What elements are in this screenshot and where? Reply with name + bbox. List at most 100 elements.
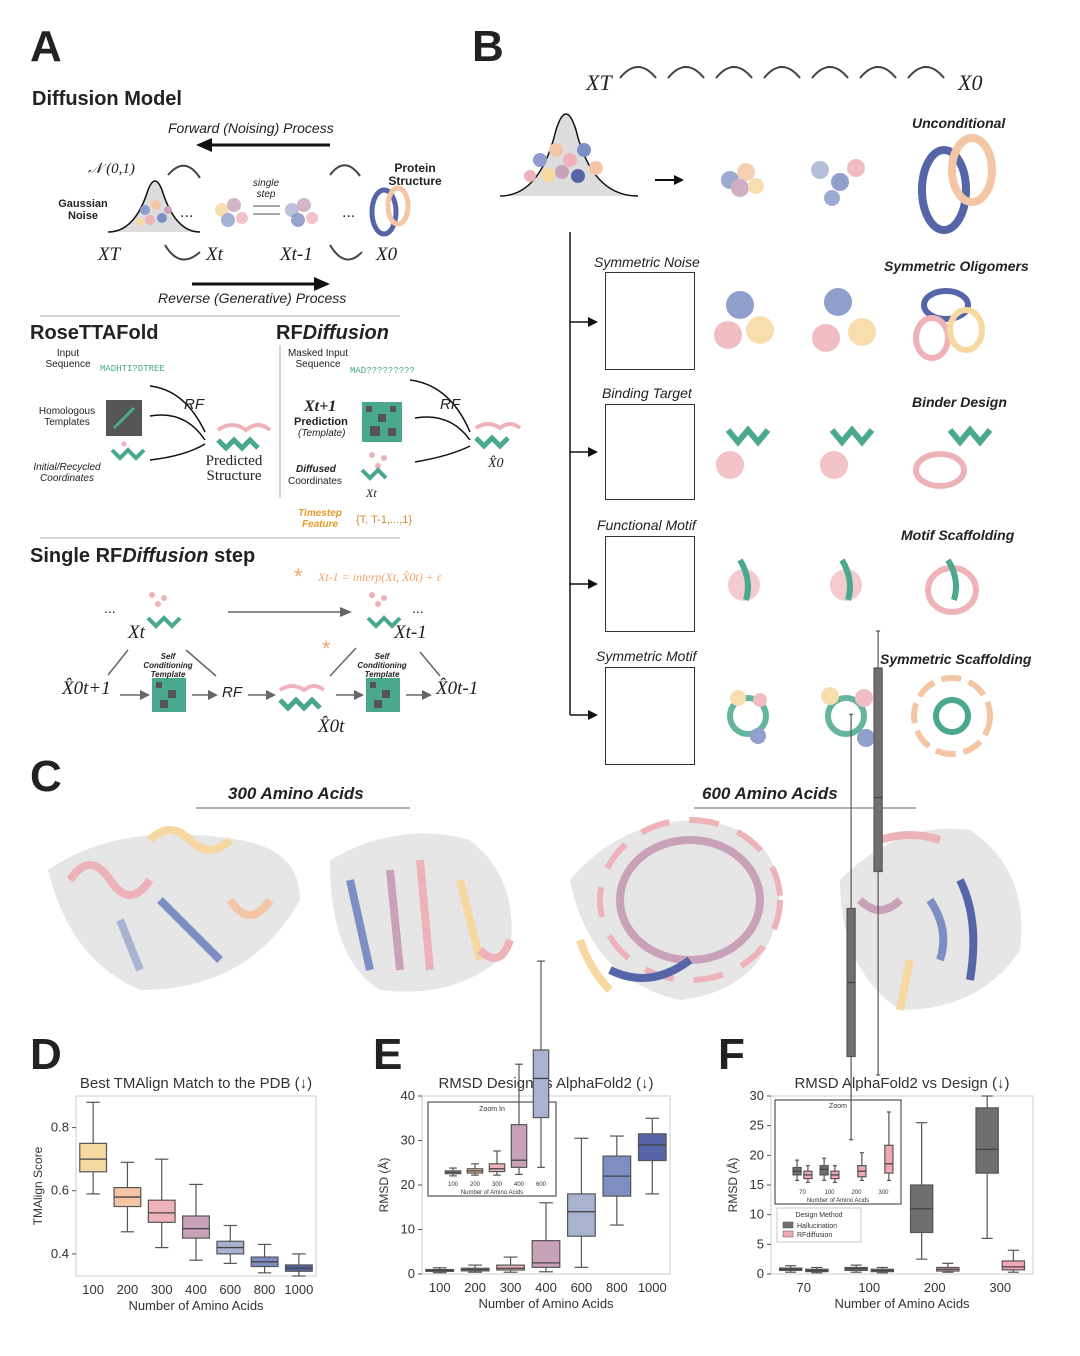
box <box>510 1124 528 1168</box>
functional-motif-box <box>605 536 695 632</box>
box <box>873 667 883 873</box>
ellipsis-right: ... <box>342 204 356 221</box>
panel-label-c: C <box>30 752 62 801</box>
template-label: (Template) <box>298 428 346 439</box>
x0-hat-label: X̂0 <box>488 456 504 471</box>
legend-item: RFdiffusion <box>797 1232 832 1239</box>
xT-label: XT <box>98 244 121 265</box>
x-tick-label: 600 <box>571 1280 593 1295</box>
coordinates-label: Coordinates <box>288 476 342 487</box>
legend-swatch <box>782 1221 794 1229</box>
inset-box-RFdiffusion-200 <box>857 1152 867 1182</box>
box <box>182 1215 210 1239</box>
inset-x-tick: 600 <box>536 1182 547 1188</box>
c-right-title: 600 Amino Acids <box>702 784 838 803</box>
panel-a-graphics <box>40 138 522 712</box>
inset-box-RFdiffusion-70 <box>803 1165 813 1183</box>
ellipsis-step-right: ... <box>412 600 424 616</box>
inset-x-tick: 400 <box>514 1182 525 1188</box>
chart-e: RMSD Design vs AlphaFold2 (↓)Number of A… <box>376 960 671 1311</box>
inset-x-tick: 70 <box>799 1190 806 1196</box>
inset-x-label: Number of Amino Acids <box>807 1198 869 1204</box>
box-400 <box>531 1202 561 1273</box>
box-Hallucination-200 <box>909 1122 934 1260</box>
box <box>975 1107 999 1174</box>
x0-t-label: X̂0t <box>318 716 345 737</box>
y-tick-label: 15 <box>750 1177 764 1192</box>
self-conditioning-label-2: Self Conditioning Template <box>357 652 407 679</box>
box-Hallucination-300 <box>975 1095 999 1239</box>
x0-label: X0 <box>376 244 398 265</box>
ellipsis-step-left: ... <box>104 600 116 616</box>
panel-label-a: A <box>30 22 62 71</box>
y-tick-label: 10 <box>401 1222 415 1237</box>
forward-process-label: Forward (Noising) Process <box>168 120 334 136</box>
box-RFdiffusion-70 <box>805 1266 829 1274</box>
structure-600-a <box>570 817 783 1000</box>
row-right-1: Symmetric Oligomers <box>884 258 1029 274</box>
rf-label-2: RF <box>440 396 460 413</box>
inset-x-tick: 300 <box>878 1190 889 1196</box>
inset-x-tick: 100 <box>448 1182 459 1188</box>
inset-x-label: Number of Amino Acids <box>461 1190 523 1196</box>
box <box>567 1193 596 1237</box>
box-300 <box>147 1158 176 1249</box>
x-tick-label: 1000 <box>638 1280 667 1295</box>
asterisk-icon: * <box>294 564 303 589</box>
step-xt-1-label: Xt-1 <box>394 622 427 643</box>
single-step-title: Single RFDiffusion step <box>30 545 256 567</box>
x-tick-label: 100 <box>858 1280 880 1295</box>
inset-frame <box>774 1099 902 1205</box>
x-axis-label: Number of Amino Acids <box>478 1296 614 1311</box>
chart-title: RMSD AlphaFold2 vs Design (↓) <box>794 1075 1009 1092</box>
y-tick-label: 0.4 <box>51 1246 69 1261</box>
x-tick-label: 800 <box>606 1280 628 1295</box>
box-200 <box>460 1264 490 1273</box>
rf-step-label: RF <box>222 684 242 701</box>
box <box>819 1165 829 1176</box>
x-tick-label: 100 <box>82 1282 104 1297</box>
inset-box-600 <box>532 960 550 1168</box>
box <box>496 1264 525 1271</box>
x-axis-label: Number of Amino Acids <box>834 1296 970 1311</box>
box-RFdiffusion-300 <box>1001 1249 1026 1273</box>
inset-title: Zoom In <box>479 1106 505 1113</box>
box-RFdiffusion-200 <box>936 1262 960 1273</box>
gaussian-noise-label: Gaussian Noise <box>58 198 108 222</box>
reverse-process-label: Reverse (Generative) Process <box>158 290 347 306</box>
row-right-3: Motif Scaffolding <box>901 527 1015 543</box>
interp-formula: Xt-1 = interp(Xt, X̂0t) + ε <box>318 570 442 584</box>
box <box>532 1049 550 1119</box>
inset-x-tick: 200 <box>851 1190 862 1196</box>
diffused-label: Diffused <box>296 464 336 475</box>
ellipsis-left: ... <box>180 204 194 221</box>
predicted-structure-label: Predicted Structure <box>205 453 263 484</box>
inset-box-100 <box>444 1167 462 1177</box>
chart-title: Best TMAlign Match to the PDB (↓) <box>80 1075 312 1092</box>
x-tick-label: 1000 <box>284 1282 313 1297</box>
x-tick-label: 200 <box>924 1280 946 1295</box>
inset-box-300 <box>488 1150 506 1176</box>
box-1000 <box>284 1253 313 1277</box>
box-300 <box>496 1256 525 1273</box>
y-tick-label: 30 <box>750 1088 764 1103</box>
panel-c-structures <box>48 807 1022 1011</box>
legend-swatch <box>782 1230 794 1238</box>
step-xt-label: Xt <box>128 622 145 643</box>
timestep-feature-label: Timestep Feature <box>298 508 342 530</box>
box-600 <box>216 1224 245 1264</box>
y-tick-label: 40 <box>401 1088 415 1103</box>
inset-box-400 <box>510 1063 528 1176</box>
input-sequence-label: Input Sequence <box>45 348 91 370</box>
row-right-4: Symmetric Scaffolding <box>880 651 1032 667</box>
box-Hallucination-100 <box>844 1264 868 1273</box>
box-600 <box>567 1137 596 1268</box>
panel-label-d: D <box>30 1030 62 1079</box>
x0-t-plus-1-label: X̂0t+1 <box>62 678 111 699</box>
box <box>488 1163 506 1173</box>
box-800 <box>250 1243 279 1274</box>
inset-box-RFdiffusion-300 <box>884 1111 894 1182</box>
box-100 <box>79 1101 108 1195</box>
y-tick-label: 0.6 <box>51 1183 69 1198</box>
c-left-title: 300 Amino Acids <box>228 784 364 803</box>
